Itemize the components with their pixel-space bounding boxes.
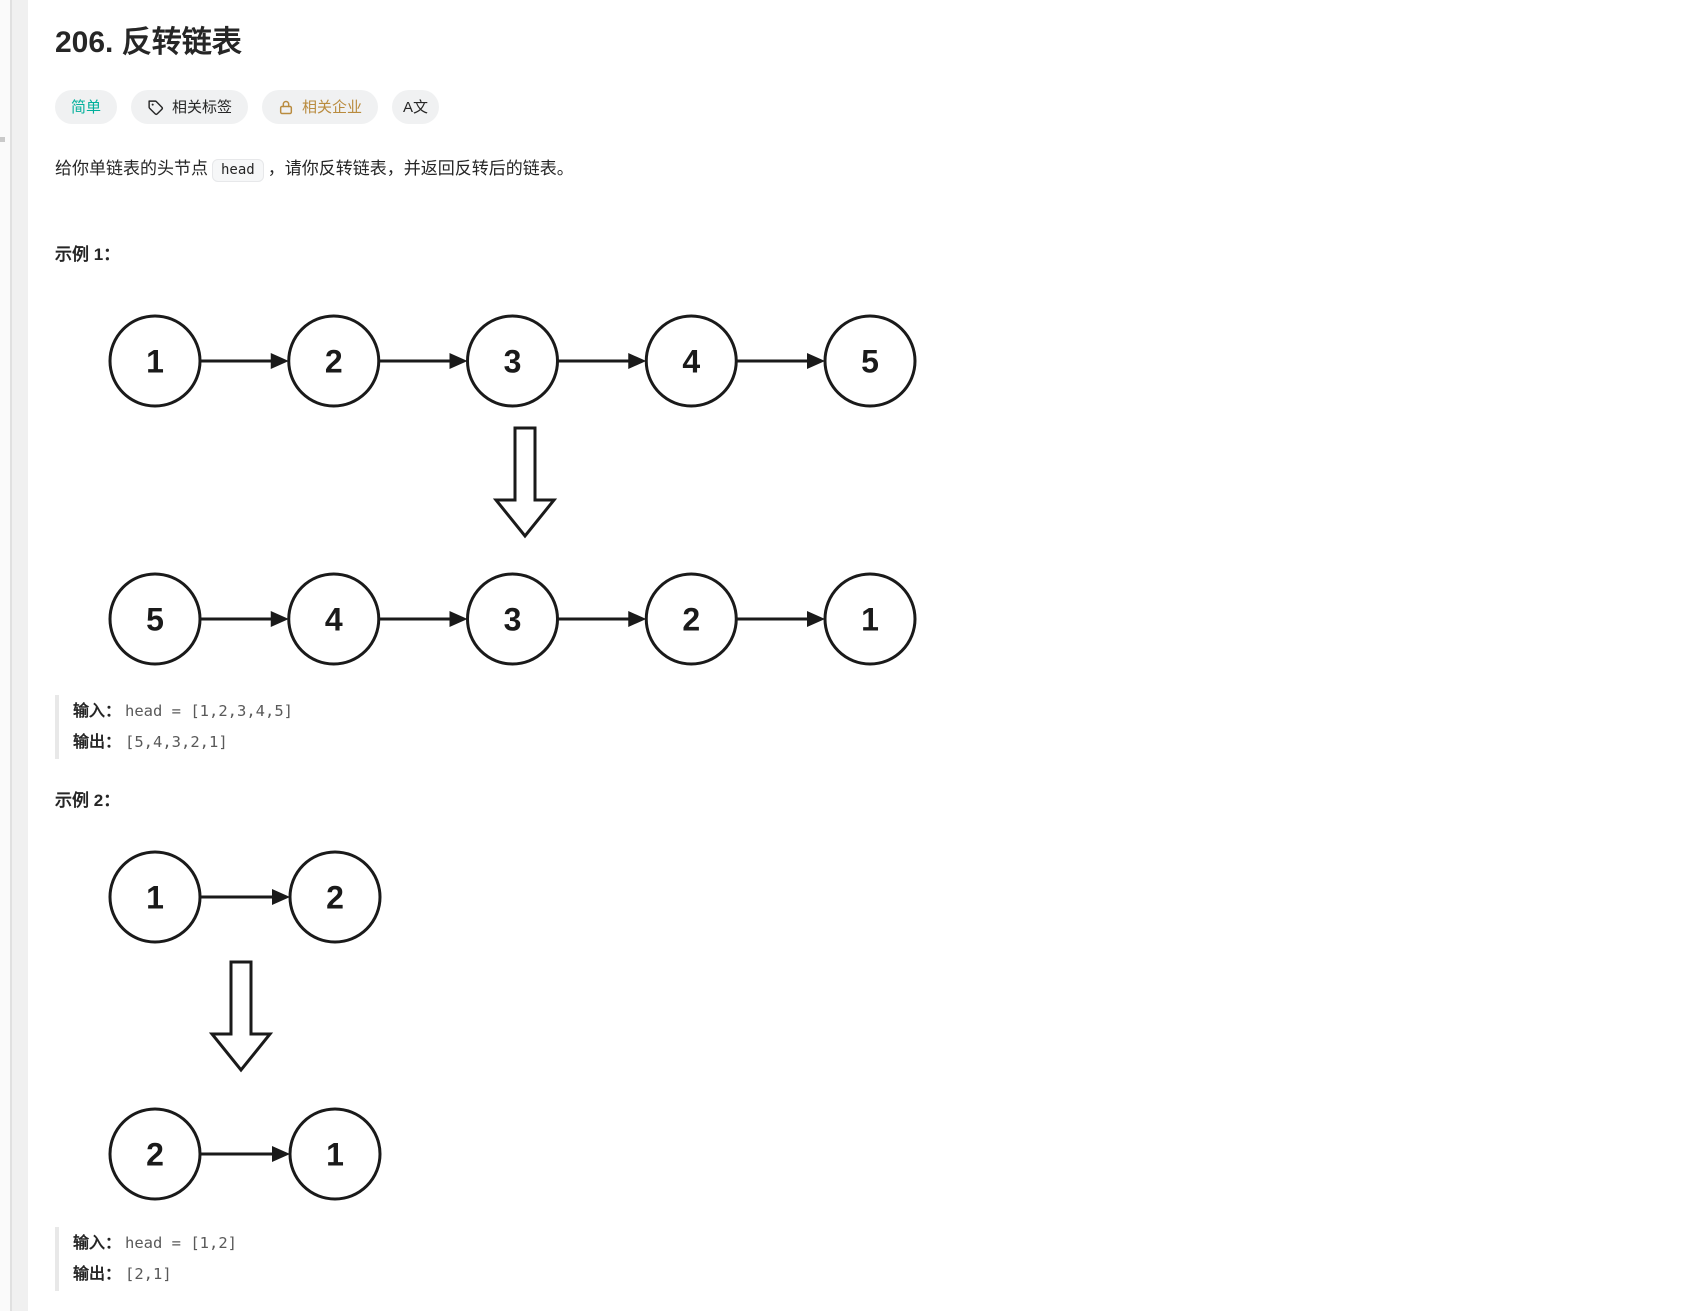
problem-title: 206. 反转链表 — [55, 26, 242, 59]
example-2-linked-list-diagram: 1 2 2 1 — [108, 850, 382, 1201]
related-tags-label: 相关标签 — [172, 98, 233, 116]
svg-text:1: 1 — [861, 602, 879, 638]
translate-icon: A文 — [403, 98, 429, 116]
example-1-linked-list-diagram: 1 2 3 4 5 5 4 3 2 1 — [108, 314, 917, 666]
output-label: 输出： — [73, 1266, 122, 1283]
output-value: [5,4,3,2,1] — [125, 733, 228, 751]
tag-icon — [148, 99, 163, 115]
panel-divider[interactable] — [0, 0, 28, 1311]
related-companies-button[interactable]: 相关企业 — [262, 90, 379, 124]
svg-text:1: 1 — [326, 1137, 344, 1173]
output-label: 输出： — [73, 734, 122, 751]
input-value: head = [1,2,3,4,5] — [125, 702, 293, 720]
example-2-heading: 示例 2： — [55, 791, 121, 810]
svg-text:2: 2 — [682, 602, 700, 638]
svg-text:3: 3 — [504, 344, 522, 380]
tag-row: 简单 相关标签 相关企业 A文 — [55, 90, 1622, 124]
example-1: 示例 1： 1 2 3 4 5 5 4 3 2 1 输入：head = [1,2,3,4,5] 输… — [55, 243, 1622, 759]
svg-text:4: 4 — [325, 602, 343, 638]
input-label: 输入： — [73, 1235, 122, 1252]
svg-text:2: 2 — [326, 880, 344, 916]
problem-description-panel: 206. 反转链表 简单 相关标签 相关企业 A文 给你单 — [28, 0, 1682, 1311]
svg-text:4: 4 — [682, 344, 700, 380]
example-1-input: 输入：head = [1,2,3,4,5] — [73, 696, 1622, 727]
example-1-io: 输入：head = [1,2,3,4,5] 输出：[5,4,3,2,1] — [55, 695, 1622, 759]
example-2: 示例 2： 1 2 2 1 输入：head = [1,2] 输出：[2,1] — [55, 789, 1622, 1291]
svg-text:5: 5 — [861, 344, 879, 380]
example-1-output: 输出：[5,4,3,2,1] — [73, 727, 1622, 758]
inline-code-head: head — [212, 159, 264, 182]
svg-text:3: 3 — [504, 602, 522, 638]
related-tags-button[interactable]: 相关标签 — [131, 90, 249, 124]
difficulty-badge[interactable]: 简单 — [55, 90, 118, 124]
statement-prefix: 给你单链表的头节点 — [55, 159, 208, 178]
example-1-heading: 示例 1： — [55, 245, 121, 264]
example-2-input: 输入：head = [1,2] — [73, 1228, 1622, 1259]
translate-button[interactable]: A文 — [392, 90, 440, 124]
svg-text:2: 2 — [325, 344, 343, 380]
input-value: head = [1,2] — [125, 1234, 237, 1252]
lock-icon — [279, 100, 293, 114]
statement-suffix: ，请你反转链表，并返回反转后的链表。 — [267, 159, 574, 178]
svg-text:1: 1 — [146, 344, 164, 380]
input-label: 输入： — [73, 703, 122, 720]
svg-text:5: 5 — [146, 602, 164, 638]
svg-text:1: 1 — [146, 880, 164, 916]
divider-handle-icon[interactable] — [0, 137, 5, 142]
output-value: [2,1] — [125, 1265, 172, 1283]
related-companies-label: 相关企业 — [302, 98, 363, 116]
svg-text:2: 2 — [146, 1137, 164, 1173]
example-2-output: 输出：[2,1] — [73, 1259, 1622, 1290]
example-2-io: 输入：head = [1,2] 输出：[2,1] — [55, 1227, 1622, 1291]
